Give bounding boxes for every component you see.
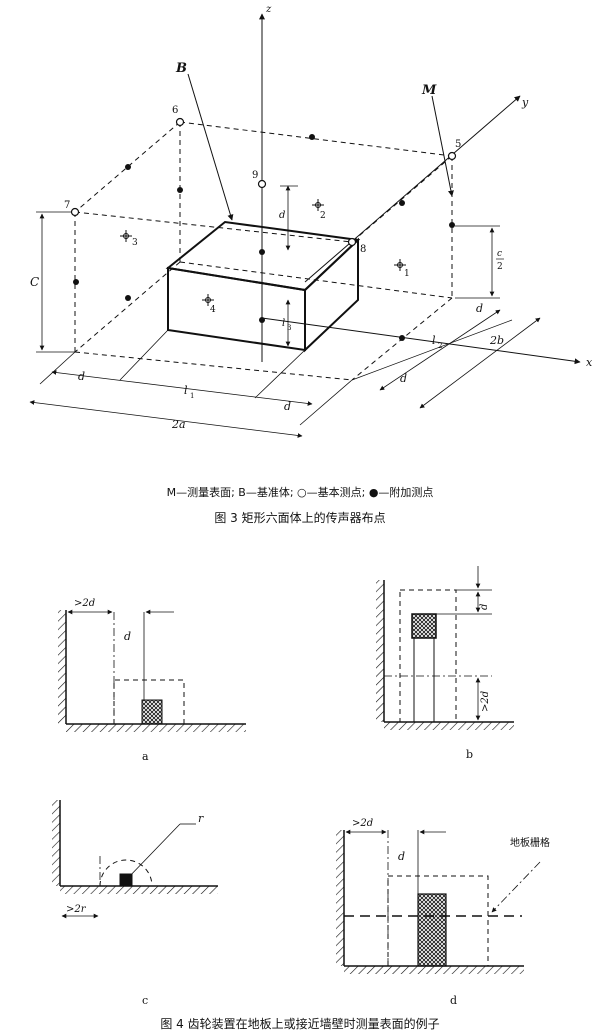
fig4b-d: d xyxy=(479,604,490,610)
figure-3 xyxy=(29,13,581,438)
label-c-half-num: c xyxy=(497,249,502,259)
label-d-right-high: d xyxy=(476,302,483,315)
label-2b: 2b xyxy=(489,334,504,347)
label-l3-sub: 3 xyxy=(287,324,291,332)
point-8 xyxy=(347,237,357,247)
additional-points xyxy=(73,134,455,341)
fig4c-gt2r: >2r xyxy=(66,904,87,915)
label-l2-sub: 2 xyxy=(438,342,442,350)
label-b: B xyxy=(175,61,187,76)
label-point-6: 6 xyxy=(172,105,178,116)
m-pointer xyxy=(431,95,454,197)
fig4a-gt2d: >2d xyxy=(74,598,95,609)
reference-box xyxy=(165,220,361,353)
label-m: M xyxy=(421,83,437,98)
label-c: C xyxy=(30,275,39,289)
figure-3-labels: z y x B M 5 6 7 8 9 1 2 3 4 C c 2 d d d … xyxy=(30,4,593,431)
dimension-lines xyxy=(29,185,541,438)
label-point-8: 8 xyxy=(360,244,366,255)
figure-4c xyxy=(52,800,218,919)
figure-4-caption: 图 4 齿轮装置在地板上或接近墙壁时测量表面的例子 xyxy=(160,1016,439,1031)
label-x: x xyxy=(586,356,593,369)
point-5 xyxy=(447,151,457,161)
label-point-2: 2 xyxy=(320,211,326,221)
label-y: y xyxy=(521,96,529,109)
label-d-top: d xyxy=(279,210,285,221)
point-6 xyxy=(175,117,185,127)
fig4a-d: d xyxy=(124,630,131,643)
figure-3-legend: M—测量表面; B—基准体; ○—基本测点; ●—附加测点 xyxy=(167,485,434,499)
point-9 xyxy=(257,179,267,189)
label-point-5: 5 xyxy=(455,139,461,150)
point-7 xyxy=(70,207,80,217)
fig4d-sublabel: d xyxy=(450,994,457,1007)
figure-4a xyxy=(58,609,246,732)
x-axis xyxy=(261,317,581,365)
label-point-1: 1 xyxy=(404,269,410,279)
fig4d-floor-grid-label: 地板栅格 xyxy=(510,836,550,849)
fig4d-d: d xyxy=(398,850,405,863)
fig4c-sublabel: c xyxy=(142,994,148,1007)
fig4b-gt2d: >2d xyxy=(480,691,491,712)
label-d-bottom: d xyxy=(284,400,291,413)
label-point-4: 4 xyxy=(210,305,216,315)
label-l2: l xyxy=(432,334,436,347)
label-point-7: 7 xyxy=(64,200,70,211)
figure-4d xyxy=(336,829,541,974)
y-axis xyxy=(304,95,521,283)
fig4a-sublabel: a xyxy=(142,750,149,763)
label-c-half-den: 2 xyxy=(497,262,503,272)
fig4b-sublabel: b xyxy=(466,748,473,761)
fig4c-r: r xyxy=(198,812,204,825)
basic-points xyxy=(70,117,457,247)
label-d-left: d xyxy=(78,370,85,383)
label-l1: l xyxy=(184,384,188,397)
fig4d-gt2d: >2d xyxy=(352,818,373,829)
surface-points xyxy=(120,199,406,306)
figure-3-caption: 图 3 矩形六面体上的传声器布点 xyxy=(214,510,385,525)
label-point-9: 9 xyxy=(252,170,258,181)
b-pointer xyxy=(187,73,234,221)
label-z: z xyxy=(265,4,272,15)
label-point-3: 3 xyxy=(132,238,138,248)
label-d-right-low: d xyxy=(400,372,407,385)
label-2a: 2a xyxy=(171,418,186,431)
label-l3: l xyxy=(282,318,285,329)
figure-4b xyxy=(376,566,514,730)
label-l1-sub: 1 xyxy=(190,392,194,400)
